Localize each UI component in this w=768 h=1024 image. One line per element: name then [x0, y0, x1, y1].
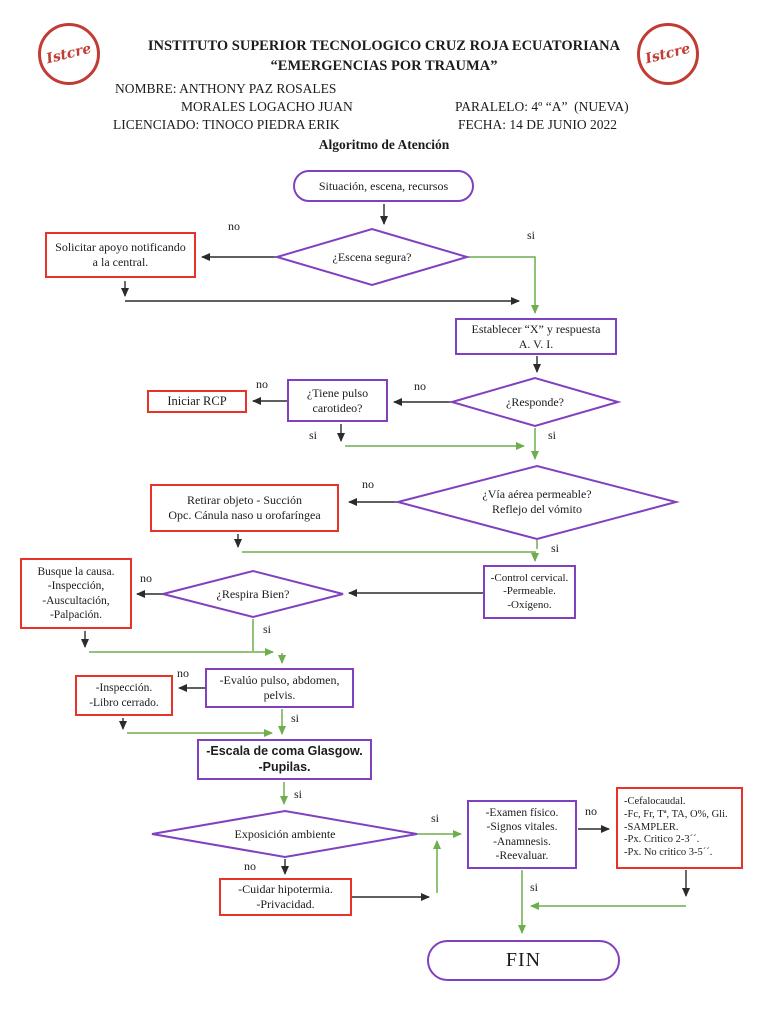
course-title: “EMERGENCIAS POR TRAUMA”	[270, 58, 498, 74]
node-examen-fisico: -Examen físico. -Signos vitales. -Anamne…	[467, 800, 577, 869]
node-responde-text: ¿Responde?	[506, 394, 564, 409]
label-no-pulso: no	[256, 377, 268, 391]
node-exposicion-text: Exposición ambiente	[234, 826, 336, 841]
label-no-exposicion: no	[244, 859, 256, 873]
label-si-respira: si	[263, 622, 272, 636]
label-si-examen: si	[530, 880, 539, 894]
student-name-1: NOMBRE: ANTHONY PAZ ROSALES	[115, 81, 337, 96]
institute-title: INSTITUTO SUPERIOR TECNOLOGICO CRUZ ROJA…	[147, 38, 621, 54]
label-si-exposicion: si	[431, 811, 440, 825]
label-si-escena: si	[527, 228, 536, 242]
label-no-via-aerea: no	[362, 477, 374, 491]
label-si-pulso: si	[309, 428, 318, 442]
node-evaluo: -Evalúo pulso, abdomen, pelvis.	[205, 668, 354, 708]
label-no-responde: no	[414, 379, 426, 393]
node-respira-bien-text: ¿Respira Bien?	[216, 586, 290, 601]
label-no-evaluo: no	[177, 666, 189, 680]
node-start: Situación, escena, recursos	[293, 170, 474, 202]
node-escala-glasgow: -Escala de coma Glasgow. -Pupilas.	[197, 739, 372, 780]
node-establecer-x: Establecer “X” y respuesta A. V. I.	[455, 318, 617, 355]
node-escena-segura-text: ¿Escena segura?	[332, 249, 412, 264]
node-retirar-objeto: Retirar objeto - Succión Opc. Cánula nas…	[150, 484, 339, 532]
black-arrows	[81, 204, 690, 901]
istcre-logo-left: Istcre	[38, 23, 100, 85]
node-control-cervical: -Control cervical. -Permeable. -Oxígeno.	[483, 565, 576, 619]
licenciado: LICENCIADO: TINOCO PIEDRA ERIK	[113, 117, 340, 132]
node-solicitar-apoyo: Solicitar apoyo notificando a la central…	[45, 232, 196, 278]
paralelo: PARALELO: 4º “A” (NUEVA)	[455, 99, 629, 114]
node-inspeccion: -Inspección. -Libro cerrado.	[75, 675, 173, 716]
label-no-examen: no	[585, 804, 597, 818]
node-fin: FIN	[427, 940, 620, 981]
student-name-2: MORALES LOGACHO JUAN	[181, 99, 353, 114]
diagram-title: Algoritmo de Atención	[318, 137, 450, 152]
label-si-responde: si	[548, 428, 557, 442]
node-cefalocaudal: -Cefalocaudal. -Fc, Fr, Tª, TA, O%, Gli.…	[616, 787, 743, 869]
istcre-logo-right: Istcre	[637, 23, 699, 85]
label-no-respira: no	[140, 571, 152, 585]
label-si-via-aerea: si	[551, 541, 560, 555]
label-si-evaluo: si	[291, 711, 300, 725]
node-cuidar-hipotermia: -Cuidar hipotermia. -Privacidad.	[219, 878, 352, 916]
label-no-escena: no	[228, 219, 240, 233]
node-tiene-pulso: ¿Tiene pulso carotideo?	[287, 379, 388, 422]
label-si-escala: si	[294, 787, 303, 801]
node-iniciar-rcp: Iniciar RCP	[147, 390, 247, 413]
node-via-aerea-text: ¿Vía aérea permeable? Reflejo del vómito	[482, 487, 592, 516]
node-busque-causa: Busque la causa. -Inspección, -Auscultac…	[20, 558, 132, 629]
fecha: FECHA: 14 DE JUNIO 2022	[458, 117, 618, 132]
